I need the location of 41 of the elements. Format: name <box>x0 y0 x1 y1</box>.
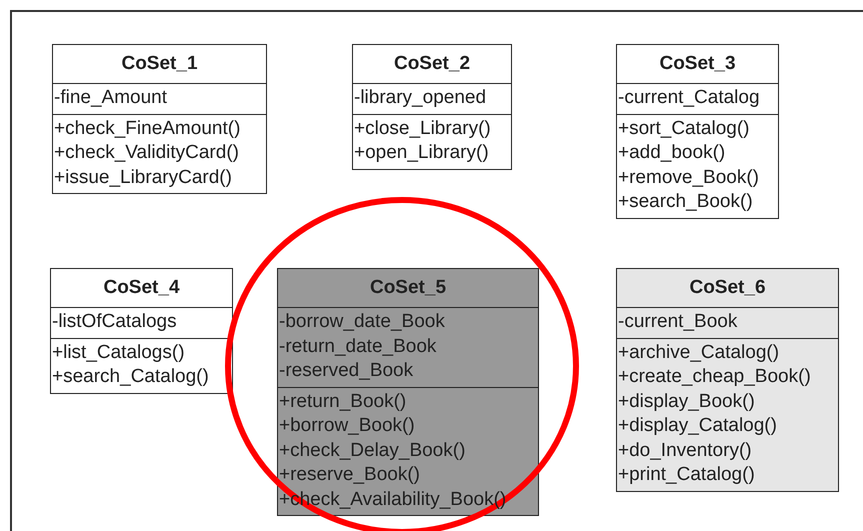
method-text: +print_Catalog() <box>617 463 756 487</box>
attribute-text: -library_opened <box>353 86 488 110</box>
method-text: +sort_Catalog() <box>617 116 750 140</box>
method-text: +add_book() <box>617 141 726 165</box>
class-name: CoSet_3 <box>658 52 737 76</box>
attribute-text: -return_date_Book <box>278 334 438 358</box>
class-box <box>616 44 779 218</box>
method-text: +borrow_Book() <box>278 414 416 438</box>
attribute-text: -listOfCatalogs <box>51 310 178 334</box>
method-text: +remove_Book() <box>617 166 760 190</box>
class-box <box>277 268 539 516</box>
class-box <box>616 268 839 492</box>
attribute-text: -borrow_date_Book <box>278 310 446 334</box>
method-text: +check_Delay_Book() <box>278 438 466 462</box>
method-text: +check_ValidityCard() <box>53 141 240 165</box>
method-text: +display_Catalog() <box>617 414 778 438</box>
method-text: +list_Catalogs() <box>51 340 186 364</box>
method-text: +check_FineAmount() <box>53 116 242 140</box>
method-text: +open_Library() <box>353 141 490 165</box>
class-box <box>52 44 267 194</box>
attribute-text: -reserved_Book <box>278 359 414 383</box>
method-text: +reserve_Book() <box>278 463 421 487</box>
method-text: +close_Library() <box>353 116 492 140</box>
class-name: CoSet_1 <box>120 52 199 76</box>
method-text: +archive_Catalog() <box>617 340 780 364</box>
attribute-text: -current_Catalog <box>617 86 761 110</box>
method-text: +search_Book() <box>617 190 754 214</box>
class-box <box>352 44 512 170</box>
method-text: +return_Book() <box>278 390 408 414</box>
method-text: +create_cheap_Book() <box>617 365 812 389</box>
attribute-text: -fine_Amount <box>53 86 168 110</box>
attribute-text: -current_Book <box>617 310 738 334</box>
method-text: +search_Catalog() <box>51 365 210 389</box>
class-name: CoSet_2 <box>392 52 472 76</box>
class-box <box>50 268 233 394</box>
method-text: +display_Book() <box>617 390 756 414</box>
class-name: CoSet_4 <box>102 276 181 300</box>
method-text: +do_Inventory() <box>617 438 753 462</box>
method-text: +issue_LibraryCard() <box>53 166 233 190</box>
class-name: CoSet_5 <box>368 276 448 300</box>
class-name: CoSet_6 <box>688 276 767 300</box>
